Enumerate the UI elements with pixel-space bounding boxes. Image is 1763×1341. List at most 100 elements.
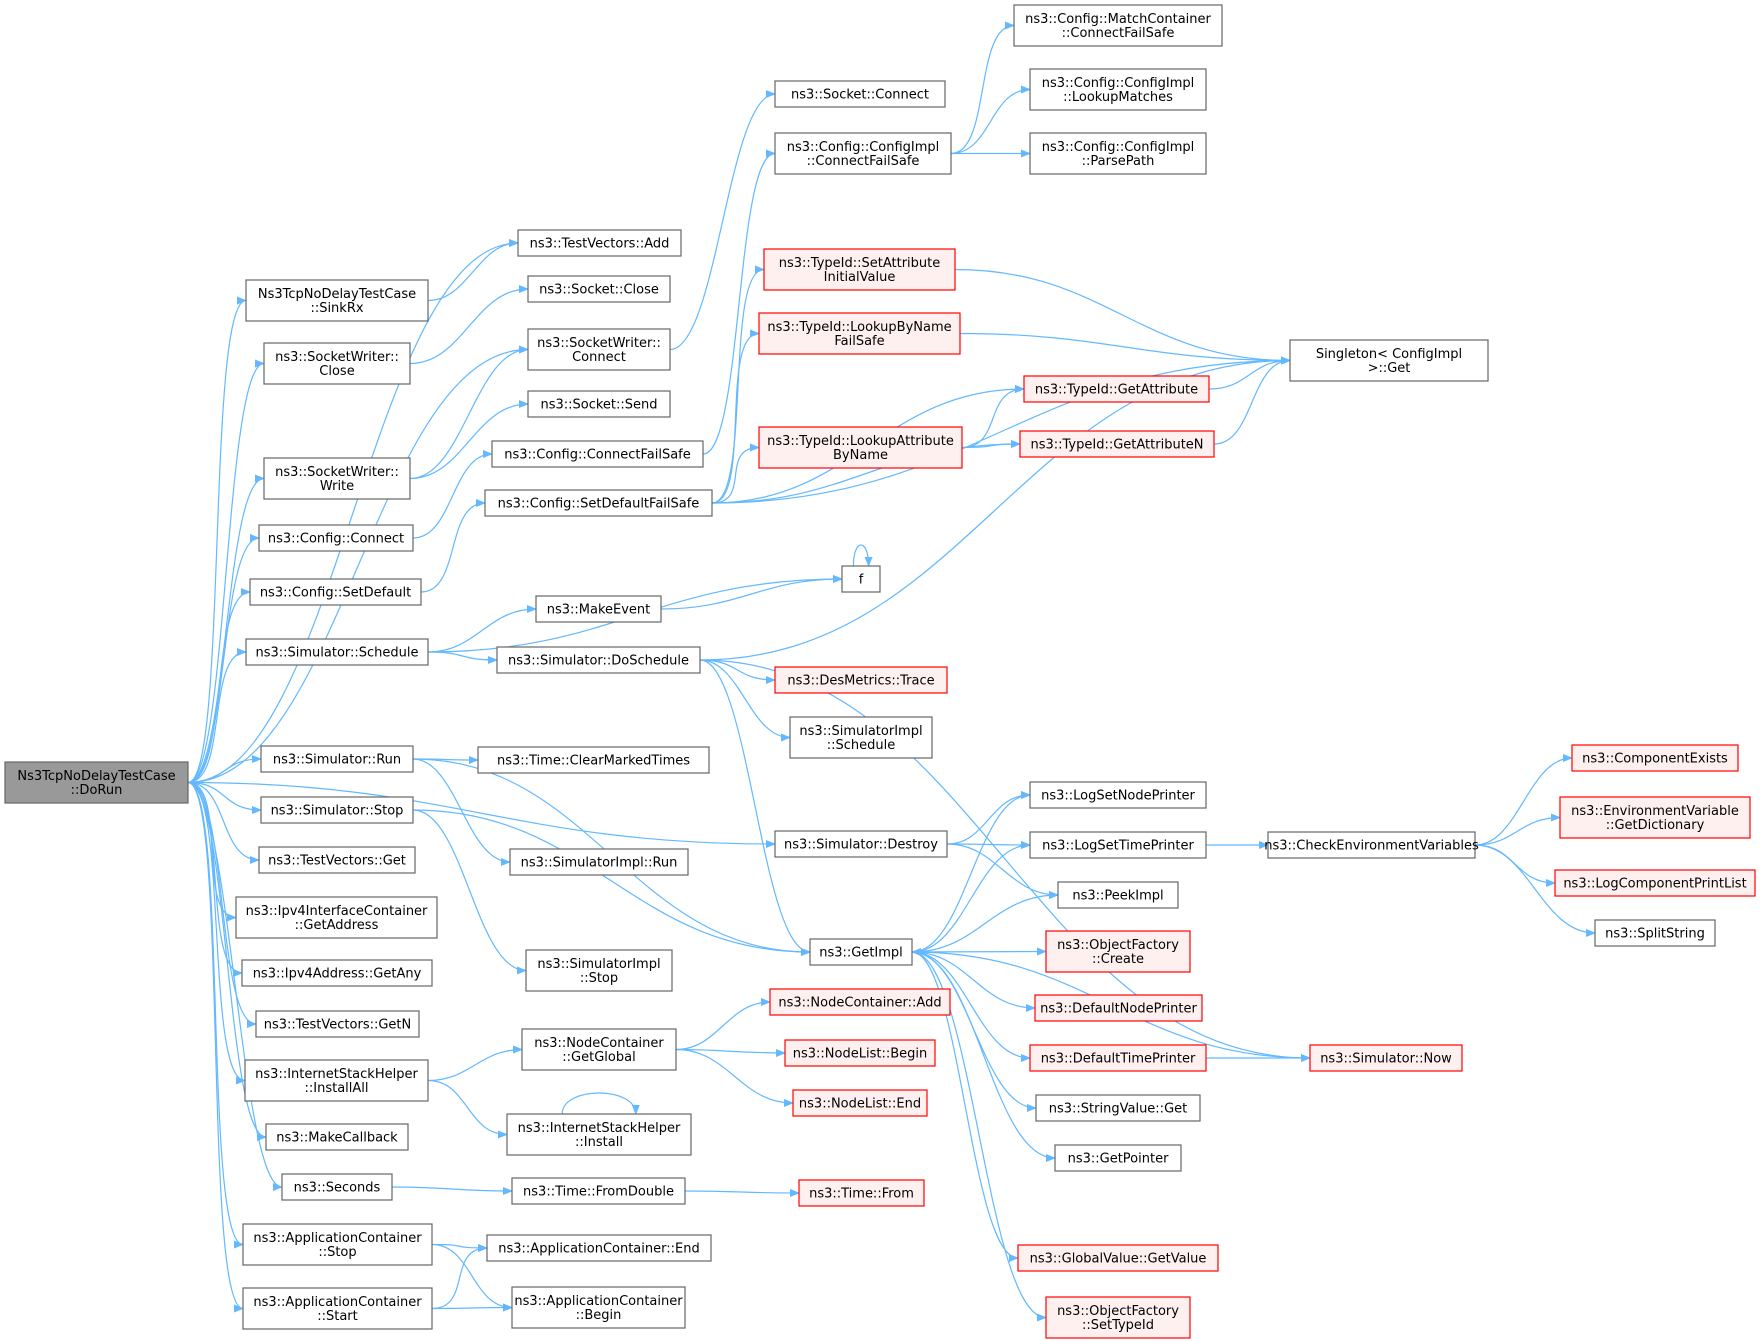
node-checkenv[interactable]: ns3::CheckEnvironmentVariables bbox=[1264, 831, 1479, 859]
node-sock_close[interactable]: ns3::Socket::Close bbox=[527, 275, 671, 303]
node-label-sw_connect-0: ns3::SocketWriter:: bbox=[537, 336, 661, 351]
node-objfactory_settypeid[interactable]: ns3::ObjectFactory::SetTypeId bbox=[1045, 1296, 1191, 1339]
edge-ish_installall-to-ish_install bbox=[427, 1079, 508, 1139]
edge-sw_connect-to-sock_connect bbox=[669, 90, 776, 351]
node-sw_close[interactable]: ns3::SocketWriter::Close bbox=[263, 342, 411, 385]
node-componentexists[interactable]: ns3::ComponentExists bbox=[1571, 744, 1739, 772]
node-ac_end[interactable]: ns3::ApplicationContainer::End bbox=[486, 1234, 712, 1262]
node-box-simimpl_stop bbox=[525, 949, 673, 992]
node-sinkrx[interactable]: Ns3TcpNoDelayTestCase::SinkRx bbox=[245, 279, 429, 322]
node-makeevent[interactable]: ns3::MakeEvent bbox=[535, 595, 662, 623]
edge-dorun-to-sim_schedule bbox=[187, 648, 247, 784]
node-typeid_getattrn[interactable]: ns3::TypeId::GetAttributeN bbox=[1019, 430, 1215, 458]
node-singleton_get[interactable]: Singleton< ConfigImpl>::Get bbox=[1289, 339, 1489, 382]
node-nl_begin[interactable]: ns3::NodeList::Begin bbox=[784, 1039, 936, 1067]
node-sim_doschedule[interactable]: ns3::Simulator::DoSchedule bbox=[496, 646, 701, 674]
node-cfg_setdefault[interactable]: ns3::Config::SetDefault bbox=[249, 578, 422, 606]
node-sock_send[interactable]: ns3::Socket::Send bbox=[527, 390, 671, 418]
node-ipv4ic_getaddr[interactable]: ns3::Ipv4InterfaceContainer::GetAddress bbox=[235, 896, 438, 939]
node-label-ipv4ic_getaddr-1: ::GetAddress bbox=[295, 918, 379, 933]
node-nc_add[interactable]: ns3::NodeContainer::Add bbox=[769, 988, 951, 1016]
node-label-envvar_getdict-1: ::GetDictionary bbox=[1606, 818, 1705, 833]
node-sw_connect[interactable]: ns3::SocketWriter::Connect bbox=[527, 328, 671, 371]
edge-sw_close-to-sock_close bbox=[409, 285, 529, 365]
node-simimpl_run[interactable]: ns3::SimulatorImpl::Run bbox=[509, 848, 689, 876]
node-getimpl[interactable]: ns3::GetImpl bbox=[809, 938, 913, 966]
edge-typeid_lookupattr-to-typeid_getattrn bbox=[961, 440, 1021, 449]
node-desmetrics_trace[interactable]: ns3::DesMetrics::Trace bbox=[774, 666, 948, 694]
edge-typeid_setattrinit-to-singleton_get bbox=[954, 268, 1291, 365]
node-label-sim_schedule-0: ns3::Simulator::Schedule bbox=[255, 646, 418, 661]
node-sim_now[interactable]: ns3::Simulator::Now bbox=[1309, 1044, 1463, 1072]
node-ipv4_getany[interactable]: ns3::Ipv4Address::GetAny bbox=[241, 959, 433, 987]
node-defaultnodeprinter[interactable]: ns3::DefaultNodePrinter bbox=[1034, 994, 1203, 1022]
node-simimpl_stop[interactable]: ns3::SimulatorImpl::Stop bbox=[525, 949, 673, 992]
node-seconds[interactable]: ns3::Seconds bbox=[281, 1173, 393, 1201]
node-ac_start[interactable]: ns3::ApplicationContainer::Start bbox=[242, 1287, 433, 1330]
node-nl_end[interactable]: ns3::NodeList::End bbox=[792, 1089, 928, 1117]
node-cfgimpl_lookup[interactable]: ns3::Config::ConfigImpl::LookupMatches bbox=[1029, 68, 1207, 111]
node-sw_write[interactable]: ns3::SocketWriter::Write bbox=[263, 457, 411, 500]
node-sim_destroy[interactable]: ns3::Simulator::Destroy bbox=[774, 830, 948, 858]
node-sim_schedule[interactable]: ns3::Simulator::Schedule bbox=[245, 638, 429, 666]
node-time_clearmarked[interactable]: ns3::Time::ClearMarkedTimes bbox=[477, 746, 710, 774]
node-splitstring[interactable]: ns3::SplitString bbox=[1594, 919, 1716, 947]
node-cfgimpl_parsepath[interactable]: ns3::Config::ConfigImpl::ParsePath bbox=[1029, 132, 1207, 175]
node-simimpl_schedule[interactable]: ns3::SimulatorImpl::Schedule bbox=[789, 716, 933, 759]
node-label-f-0: f bbox=[859, 573, 864, 588]
node-objfactory_create[interactable]: ns3::ObjectFactory::Create bbox=[1045, 930, 1191, 973]
edge-dorun-to-tv_add bbox=[187, 239, 519, 784]
edge-makeevent-to-f bbox=[660, 575, 843, 610]
node-label-splitstring-0: ns3::SplitString bbox=[1605, 927, 1705, 942]
node-tv_get[interactable]: ns3::TestVectors::Get bbox=[258, 846, 416, 874]
node-label-desmetrics_trace-0: ns3::DesMetrics::Trace bbox=[787, 674, 934, 689]
node-globalvalue_getvalue[interactable]: ns3::GlobalValue::GetValue bbox=[1017, 1244, 1219, 1272]
node-label-objfactory_create-1: ::Create bbox=[1092, 952, 1144, 967]
node-ish_installall[interactable]: ns3::InternetStackHelper::InstallAll bbox=[244, 1059, 429, 1102]
node-typeid_getattr[interactable]: ns3::TypeId::GetAttribute bbox=[1023, 375, 1210, 403]
node-label-objfactory_settypeid-1: ::SetTypeId bbox=[1082, 1318, 1154, 1333]
node-nc_getglobal[interactable]: ns3::NodeContainer::GetGlobal bbox=[521, 1028, 677, 1071]
node-makecallback[interactable]: ns3::MakeCallback bbox=[265, 1123, 409, 1151]
node-f[interactable]: f bbox=[841, 565, 881, 593]
node-ish_install[interactable]: ns3::InternetStackHelper::Install bbox=[506, 1113, 692, 1156]
node-cfg_setdefaultfs[interactable]: ns3::Config::SetDefaultFailSafe bbox=[484, 489, 713, 517]
node-label-peekimpl-0: ns3::PeekImpl bbox=[1072, 889, 1163, 904]
node-cfg_connectfs[interactable]: ns3::Config::ConnectFailSafe bbox=[491, 440, 704, 468]
node-box-logcomponentprintlist bbox=[1554, 869, 1756, 897]
edge-cfgimpl_connectfs-to-cfgimpl_lookup bbox=[950, 85, 1031, 155]
node-label-ac_stop-1: ::Stop bbox=[318, 1245, 356, 1260]
node-peekimpl[interactable]: ns3::PeekImpl bbox=[1057, 881, 1179, 909]
node-cfg_matchcontainer[interactable]: ns3::Config::MatchContainer::ConnectFail… bbox=[1013, 4, 1223, 47]
node-envvar_getdict[interactable]: ns3::EnvironmentVariable::GetDictionary bbox=[1559, 796, 1751, 839]
node-ac_begin[interactable]: ns3::ApplicationContainer::Begin bbox=[511, 1286, 686, 1329]
node-sim_stop[interactable]: ns3::Simulator::Stop bbox=[260, 796, 414, 824]
edge-dorun-to-ac_start bbox=[187, 781, 244, 1313]
node-tv_add[interactable]: ns3::TestVectors::Add bbox=[517, 229, 682, 257]
node-ac_stop[interactable]: ns3::ApplicationContainer::Stop bbox=[242, 1223, 433, 1266]
node-time_from[interactable]: ns3::Time::From bbox=[798, 1179, 925, 1207]
node-stringvalue_get[interactable]: ns3::StringValue::Get bbox=[1035, 1094, 1201, 1122]
node-label-simimpl_schedule-1: ::Schedule bbox=[827, 738, 896, 753]
node-logcomponentprintlist[interactable]: ns3::LogComponentPrintList bbox=[1554, 869, 1756, 897]
node-cfg_connect[interactable]: ns3::Config::Connect bbox=[258, 524, 414, 552]
node-tv_getn[interactable]: ns3::TestVectors::GetN bbox=[255, 1010, 420, 1038]
node-label-singleton_get-0: Singleton< ConfigImpl bbox=[1316, 347, 1462, 362]
node-label-time_from-0: ns3::Time::From bbox=[809, 1187, 914, 1202]
node-label-ac_start-0: ns3::ApplicationContainer bbox=[253, 1295, 422, 1310]
edge-checkenv-to-splitstring bbox=[1474, 844, 1596, 937]
node-cfgimpl_connectfs[interactable]: ns3::Config::ConfigImpl::ConnectFailSafe bbox=[774, 132, 952, 175]
node-defaulttimeprinter[interactable]: ns3::DefaultTimePrinter bbox=[1029, 1044, 1207, 1072]
node-label-defaulttimeprinter-0: ns3::DefaultTimePrinter bbox=[1041, 1052, 1196, 1067]
node-getpointer[interactable]: ns3::GetPointer bbox=[1054, 1144, 1182, 1172]
node-dorun[interactable]: Ns3TcpNoDelayTestCase::DoRun bbox=[4, 761, 189, 804]
node-box-logsettimeprinter bbox=[1029, 831, 1207, 859]
node-logsettimeprinter[interactable]: ns3::LogSetTimePrinter bbox=[1029, 831, 1207, 859]
node-time_fromdouble[interactable]: ns3::Time::FromDouble bbox=[511, 1177, 686, 1205]
node-sim_run[interactable]: ns3::Simulator::Run bbox=[260, 745, 414, 773]
node-logsetnodeprinter[interactable]: ns3::LogSetNodePrinter bbox=[1029, 781, 1207, 809]
node-sock_connect[interactable]: ns3::Socket::Connect bbox=[774, 80, 946, 108]
